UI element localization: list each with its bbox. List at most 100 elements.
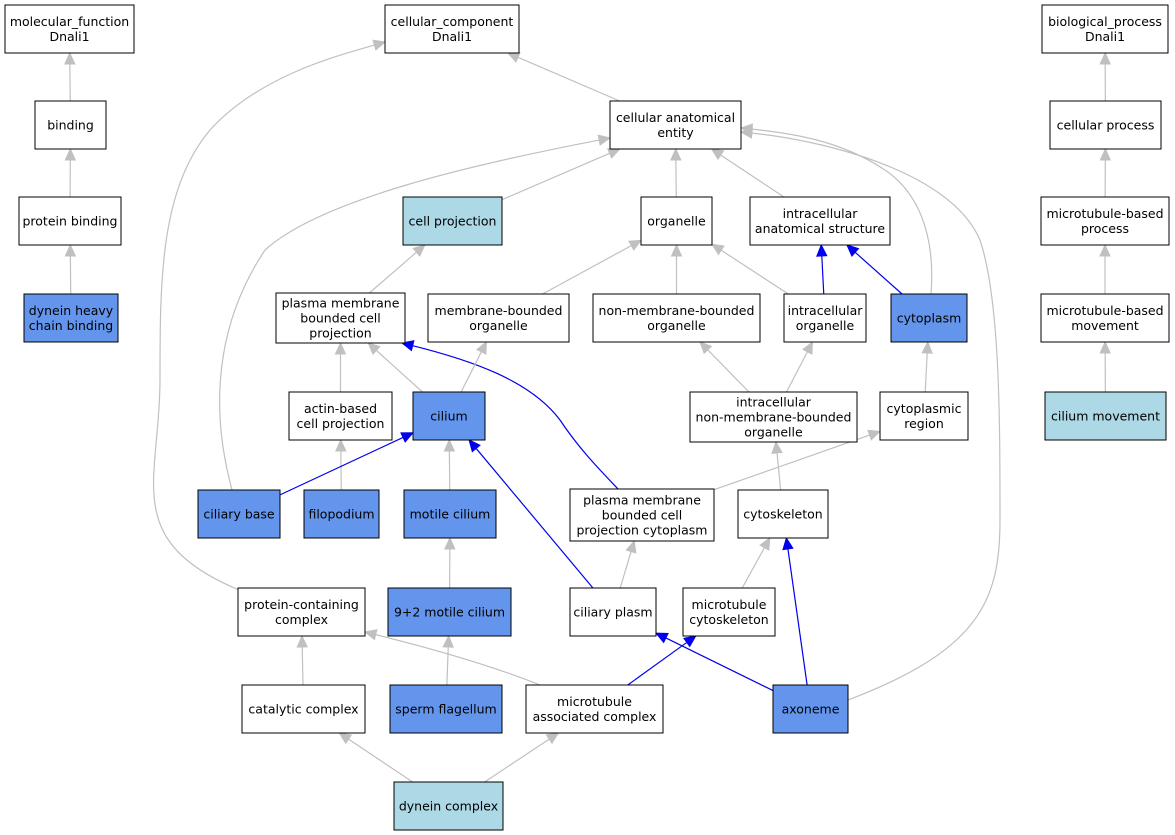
node-motile-cilium[interactable]: motile cilium bbox=[403, 489, 497, 539]
edge-cae-to-cc-arrowhead bbox=[506, 52, 521, 63]
edge-ias-to-cae-arrowhead bbox=[710, 148, 725, 161]
node-cilium-movement[interactable]: cilium movement bbox=[1044, 391, 1167, 441]
node-label: Dnali1 bbox=[1085, 29, 1125, 44]
node-label: cilium movement bbox=[1051, 409, 1160, 424]
edge-protein_binding-to-binding-arrowhead bbox=[64, 147, 77, 161]
node-sperm-flagellum[interactable]: sperm flagellum bbox=[389, 684, 503, 734]
node-label: organelle bbox=[796, 318, 855, 333]
node-label: complex bbox=[275, 612, 328, 627]
node-catalytic[interactable]: catalytic complex bbox=[241, 684, 366, 734]
node-label: molecular_function bbox=[10, 14, 129, 29]
edge-nine_two-to-motile_cilium-arrowhead bbox=[444, 536, 456, 550]
node-box bbox=[592, 293, 761, 343]
node-box bbox=[609, 100, 742, 150]
edge-cytoplasm-to-ias bbox=[854, 251, 903, 295]
node-label: chain binding bbox=[29, 318, 113, 333]
node-label: intracellular bbox=[783, 206, 859, 221]
node-box bbox=[1040, 293, 1170, 343]
node-label: associated complex bbox=[533, 709, 657, 724]
edge-cilium-to-mbo-arrowhead bbox=[476, 340, 487, 355]
node-label: catalytic complex bbox=[248, 702, 358, 717]
edge-ciliary_base-to-cilium-arrowhead bbox=[400, 432, 415, 443]
edge-ciliary_plasm-to-pmbcpc bbox=[619, 551, 632, 589]
edge-axoneme-to-cytoskeleton-arrowhead bbox=[782, 536, 794, 551]
node-box bbox=[303, 489, 380, 539]
node-label: dynein heavy bbox=[29, 303, 114, 318]
edge-io-to-ias bbox=[821, 255, 825, 295]
node-inmbo[interactable]: intracellularnon-membrane-boundedorganel… bbox=[689, 391, 858, 443]
node-ciliary-plasm[interactable]: ciliary plasm bbox=[569, 587, 657, 637]
node-box bbox=[525, 684, 664, 734]
node-label: cell projection bbox=[297, 416, 385, 431]
edge-layer bbox=[64, 39, 1112, 783]
node-label: movement bbox=[1071, 318, 1139, 333]
edge-axoneme-to-cae-arrowhead bbox=[739, 127, 754, 139]
node-box bbox=[389, 684, 503, 734]
edge-axoneme-to-cytoskeleton bbox=[787, 548, 808, 686]
node-box bbox=[569, 488, 715, 542]
node-label: organelle bbox=[647, 318, 706, 333]
node-cytoplasm[interactable]: cytoplasm bbox=[890, 293, 968, 343]
node-ciliary-base[interactable]: ciliary base bbox=[197, 489, 281, 539]
node-box bbox=[1044, 391, 1167, 441]
node-box bbox=[640, 196, 713, 246]
node-label: cellular anatomical bbox=[616, 110, 735, 125]
edge-mac-to-pcc-arrowhead bbox=[363, 629, 378, 641]
node-label: projection cytoplasm bbox=[577, 523, 708, 538]
node-cilium[interactable]: cilium bbox=[412, 391, 486, 441]
node-label: binding bbox=[47, 118, 94, 133]
node-cellular-process[interactable]: cellular process bbox=[1049, 100, 1162, 150]
node-box bbox=[197, 489, 281, 539]
node-cell-projection[interactable]: cell projection bbox=[402, 196, 503, 246]
edge-mac-to-pcc bbox=[375, 634, 541, 686]
node-label: bounded cell bbox=[602, 508, 682, 523]
node-box bbox=[18, 196, 122, 246]
node-dynein-complex[interactable]: dynein complex bbox=[393, 781, 504, 831]
node-label: entity bbox=[657, 125, 694, 140]
node-label: intracellular bbox=[736, 395, 812, 410]
node-box bbox=[749, 196, 891, 246]
node-label: cytoplasmic bbox=[887, 401, 962, 416]
node-label: cellular process bbox=[1057, 118, 1155, 133]
edge-ciliary_plasm-to-pmbcpc-arrowhead bbox=[625, 539, 637, 554]
node-box bbox=[393, 781, 504, 831]
node-filopodium[interactable]: filopodium bbox=[303, 489, 380, 539]
node-organelle[interactable]: organelle bbox=[640, 196, 713, 246]
node-binding[interactable]: binding bbox=[34, 100, 107, 150]
edge-cytoskeleton-to-inmbo-arrowhead bbox=[771, 440, 783, 455]
node-cytoskeleton[interactable]: cytoskeleton bbox=[737, 489, 829, 539]
node-protein-binding[interactable]: protein binding bbox=[18, 196, 122, 246]
node-label: protein-containing bbox=[244, 597, 359, 612]
edge-mac-to-mt_cytoskeleton-arrowhead bbox=[683, 635, 697, 648]
node-label: ciliary plasm bbox=[573, 605, 652, 620]
node-label: sperm flagellum bbox=[395, 702, 496, 717]
node-label: cytoskeleton bbox=[743, 507, 822, 522]
node-nine-two[interactable]: 9+2 motile cilium bbox=[387, 587, 512, 637]
edge-ciliary_base-to-cae-arrowhead bbox=[597, 134, 612, 146]
edge-inmbo-to-io-arrowhead bbox=[802, 340, 814, 355]
node-box bbox=[879, 391, 969, 441]
edge-pmbcpc-to-cyto_region bbox=[713, 434, 870, 491]
node-box bbox=[402, 196, 503, 246]
edge-cilium-to-mbo bbox=[460, 351, 482, 393]
node-axoneme[interactable]: axoneme bbox=[772, 684, 849, 734]
node-box bbox=[275, 292, 406, 344]
